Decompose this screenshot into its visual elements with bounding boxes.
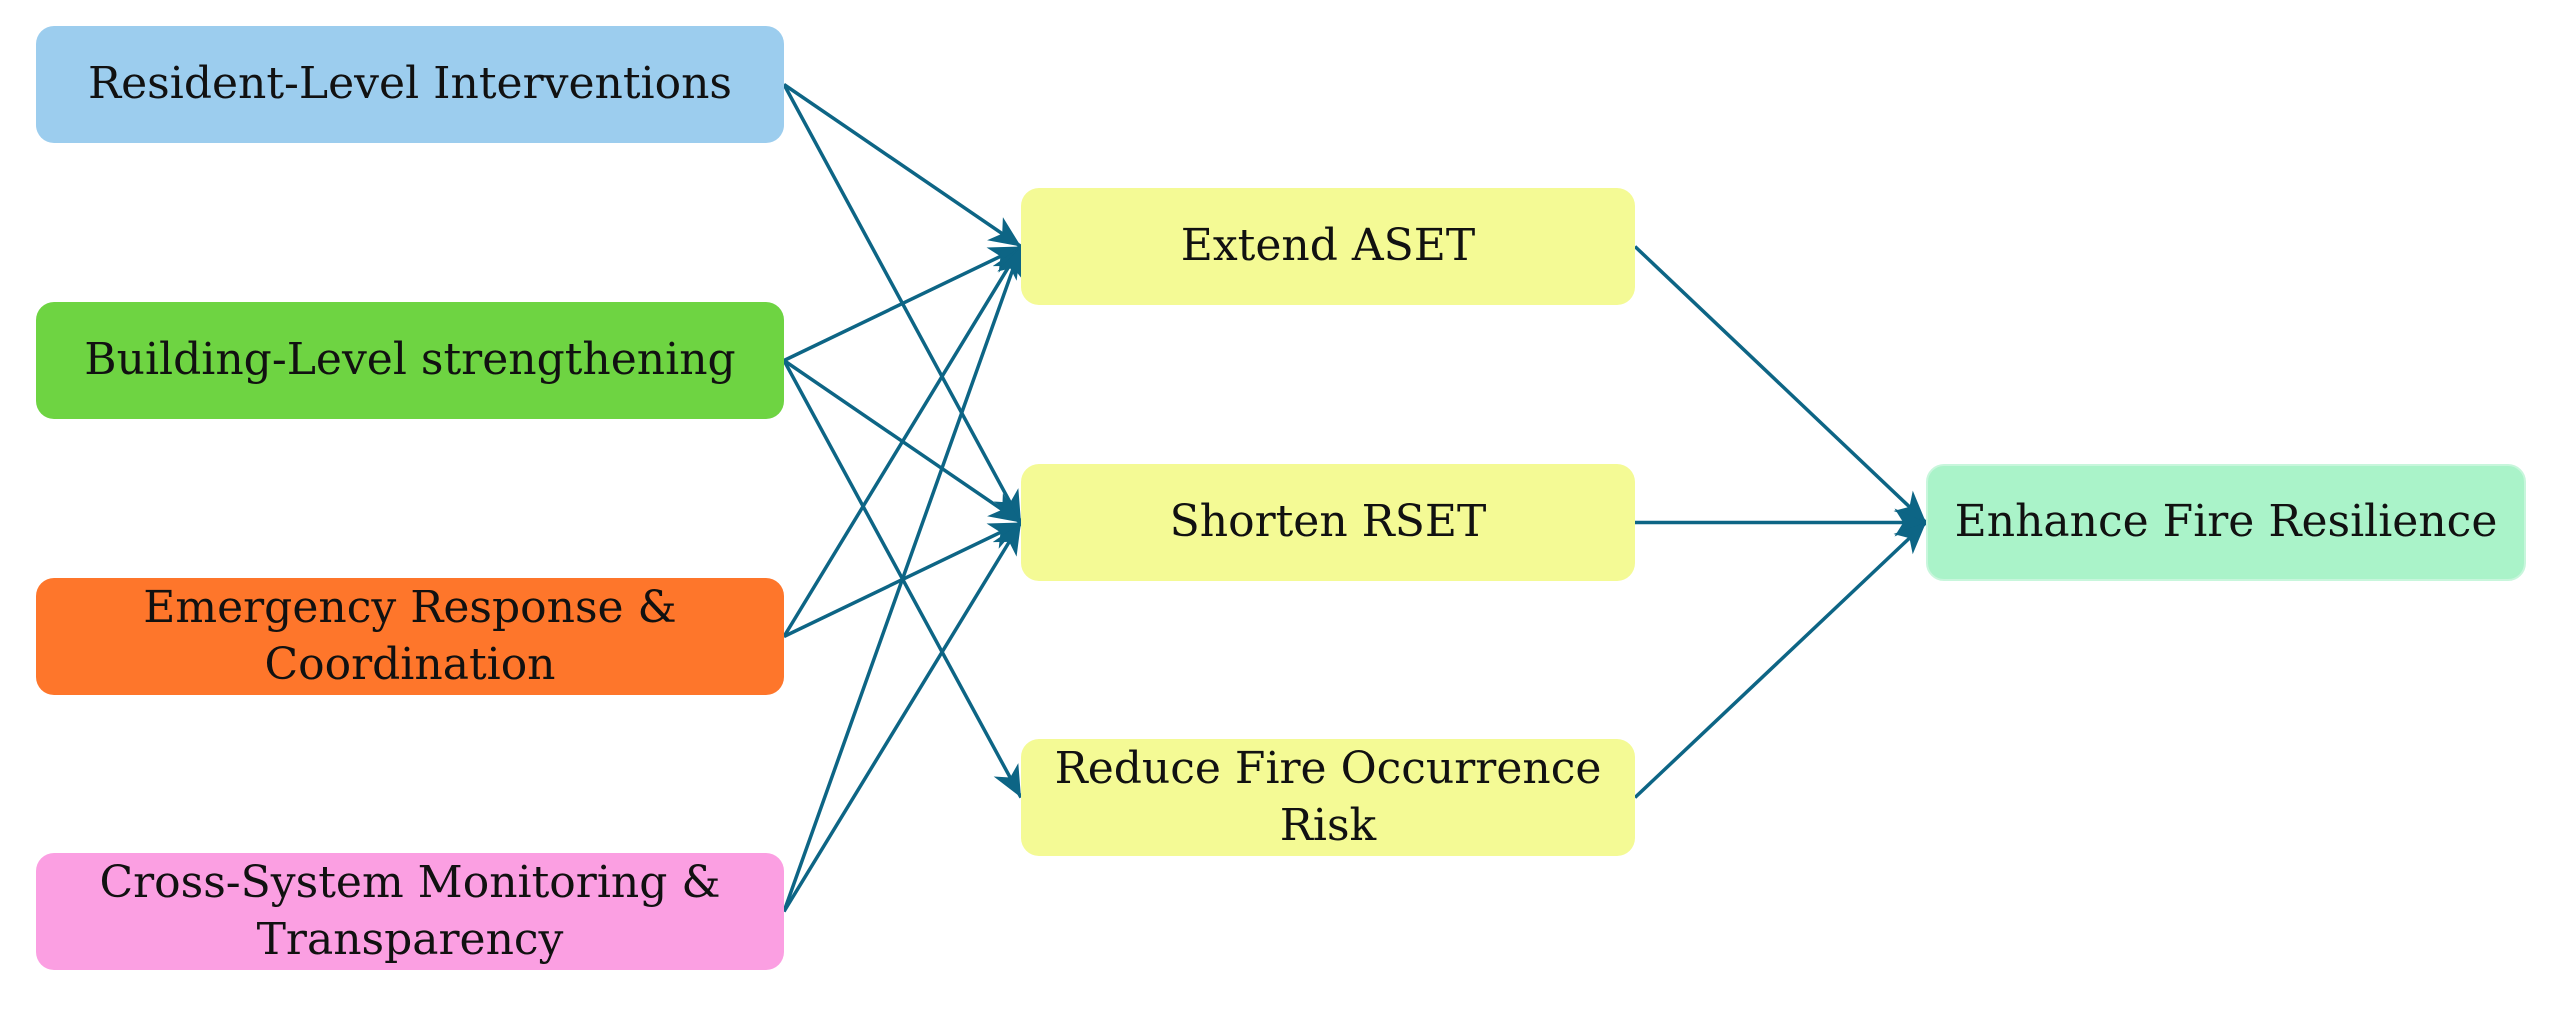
node-label: Reduce Fire Occurrence Risk <box>1054 743 1602 851</box>
node-shorten-rset: Shorten RSET <box>1021 464 1635 581</box>
arrow-emergency-to-aset <box>782 245 1023 638</box>
node-reduce-fire-occurrence-risk: Reduce Fire Occurrence Risk <box>1021 739 1635 856</box>
arrow-emergency-to-rset <box>783 520 1022 639</box>
node-label: Extend ASET <box>1180 220 1476 272</box>
arrow-building-to-risk <box>782 359 1023 799</box>
arrow-monitoring-to-aset <box>782 245 1024 913</box>
arrow-building-to-rset <box>783 359 1022 524</box>
arrow-aset-to-resilience <box>1633 245 1928 524</box>
arrow-monitoring-to-rset <box>782 521 1023 913</box>
node-label: Shorten RSET <box>1169 496 1487 548</box>
node-resident-level-interventions: Resident-Level Interventions <box>36 26 784 143</box>
node-cross-system-monitoring-transparency: Cross-System Monitoring & Transparency <box>36 853 784 970</box>
arrow-resident-to-rset <box>782 83 1023 524</box>
node-label: Cross-System Monitoring & Transparency <box>99 857 721 965</box>
arrow-resident-to-aset <box>783 83 1022 248</box>
node-label: Resident-Level Interventions <box>88 58 732 110</box>
node-extend-aset: Extend ASET <box>1021 188 1635 305</box>
arrow-risk-to-resilience <box>1633 521 1928 799</box>
node-label: Building-Level strengthening <box>84 334 736 386</box>
node-label: Emergency Response & Coordination <box>143 582 677 690</box>
node-building-level-strengthening: Building-Level strengthening <box>36 302 784 419</box>
node-enhance-fire-resilience: Enhance Fire Resilience <box>1926 464 2526 581</box>
arrow-building-to-aset <box>783 244 1022 363</box>
node-emergency-response-coordination: Emergency Response & Coordination <box>36 578 784 695</box>
node-label: Enhance Fire Resilience <box>1954 496 2498 548</box>
